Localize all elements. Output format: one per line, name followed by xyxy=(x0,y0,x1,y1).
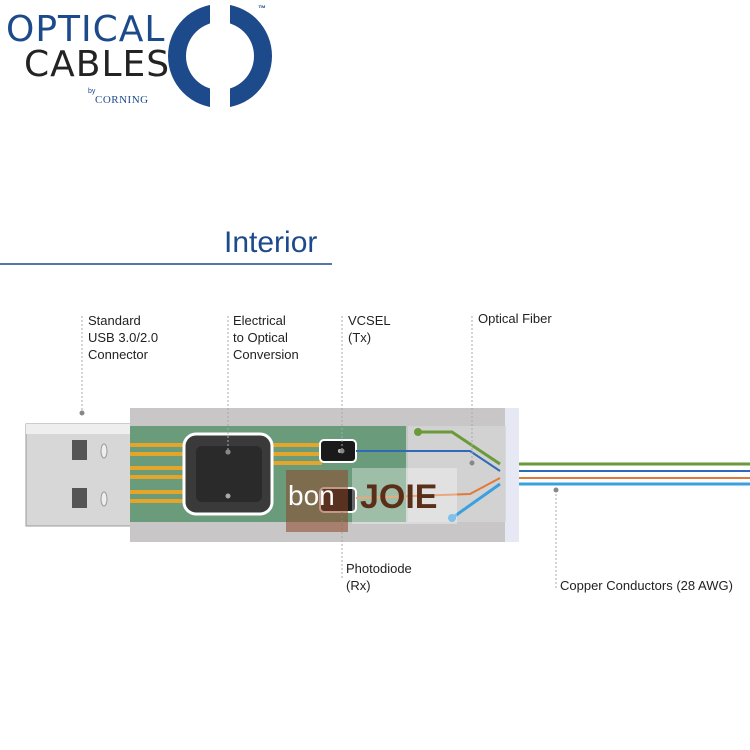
usb-contact-hole xyxy=(100,443,108,459)
label-copper-conductors: Copper Conductors (28 AWG) xyxy=(560,578,733,593)
watermark-joie: JOIE xyxy=(352,468,457,524)
usb-contact-slot xyxy=(72,488,87,508)
internal-blue-fiber xyxy=(356,450,501,472)
logo-trademark: ™ xyxy=(258,4,266,13)
usb-contact-slot xyxy=(72,440,87,460)
logo-by-text: by xyxy=(88,88,96,95)
section-title: Interior xyxy=(224,226,318,259)
usb-contact-hole xyxy=(100,491,108,507)
label-photodiode: Photodiode (Rx) xyxy=(346,561,412,593)
logo-corning-text: CORNING xyxy=(95,94,149,106)
label-conversion: Electrical to Optical Conversion xyxy=(233,313,299,362)
fiber-alignment-block xyxy=(406,426,506,522)
label-optical-fiber: Optical Fiber xyxy=(478,311,552,326)
internal-green-fiber xyxy=(418,430,501,466)
watermark-bon: bon xyxy=(286,470,348,532)
logo-ring-icon xyxy=(168,2,272,110)
logo-cables-text: CABLES xyxy=(24,44,171,85)
label-vcsel: VCSEL (Tx) xyxy=(348,313,391,345)
usb-metal-shell xyxy=(25,423,133,527)
leader-lines xyxy=(81,316,557,590)
logo-optical-text: OPTICAL xyxy=(6,9,166,50)
housing-end-cap xyxy=(505,408,519,542)
label-usb-connector: Standard USB 3.0/2.0 Connector xyxy=(88,313,159,362)
conversion-chip-core xyxy=(196,446,262,502)
internal-orange-wire xyxy=(355,477,501,499)
usb-shell-highlight xyxy=(26,424,132,434)
internal-blue-wire xyxy=(451,482,501,520)
gold-traces xyxy=(130,443,322,503)
